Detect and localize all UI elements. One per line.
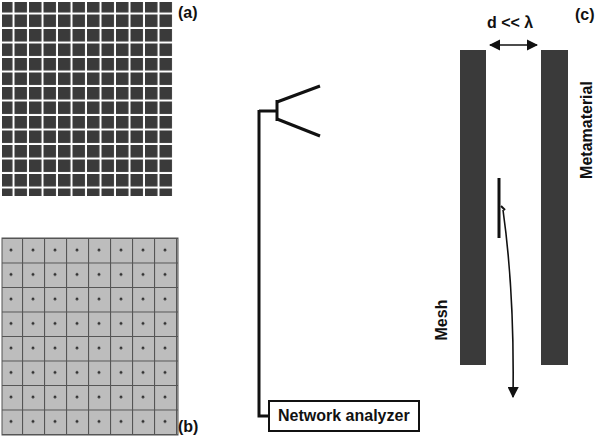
spacing-arrow xyxy=(490,44,537,46)
probe xyxy=(498,178,501,238)
instrument-box: Network analyzer xyxy=(268,400,420,432)
probe-tip xyxy=(501,206,505,210)
panel-label: (a) xyxy=(178,4,198,22)
plate-label: Mesh xyxy=(433,300,451,341)
horn-antenna xyxy=(259,86,320,136)
panel-label: (b) xyxy=(178,418,198,436)
cable xyxy=(259,110,268,416)
metamaterial-sample xyxy=(2,238,178,435)
spacing-label: d << λ xyxy=(487,14,533,32)
metamaterial-plate xyxy=(541,50,568,365)
panel-label: (c) xyxy=(575,6,595,24)
mesh-sample xyxy=(2,2,174,196)
box-text: Network analyzer xyxy=(278,407,410,425)
probe-cable xyxy=(503,210,513,397)
plate-label: Metamaterial xyxy=(578,81,596,179)
mesh-plate xyxy=(460,50,486,365)
